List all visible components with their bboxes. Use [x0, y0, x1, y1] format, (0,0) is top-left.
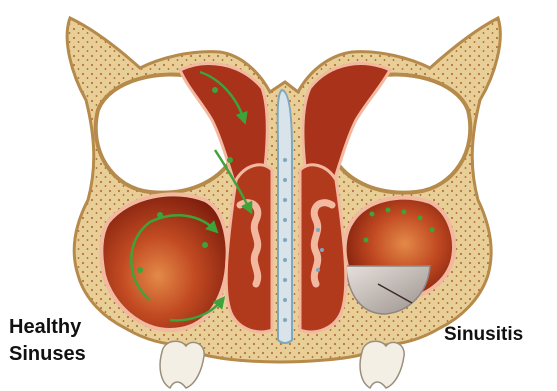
healthy-sinuses-label-line1: Healthy: [9, 317, 81, 337]
nasal-septum: [278, 90, 292, 343]
sinusitis-label: Sinusitis: [444, 325, 523, 344]
left-tooth: [160, 341, 204, 388]
healthy-sinuses-label-line2: Sinuses: [9, 344, 86, 364]
right-tooth: [360, 341, 404, 388]
